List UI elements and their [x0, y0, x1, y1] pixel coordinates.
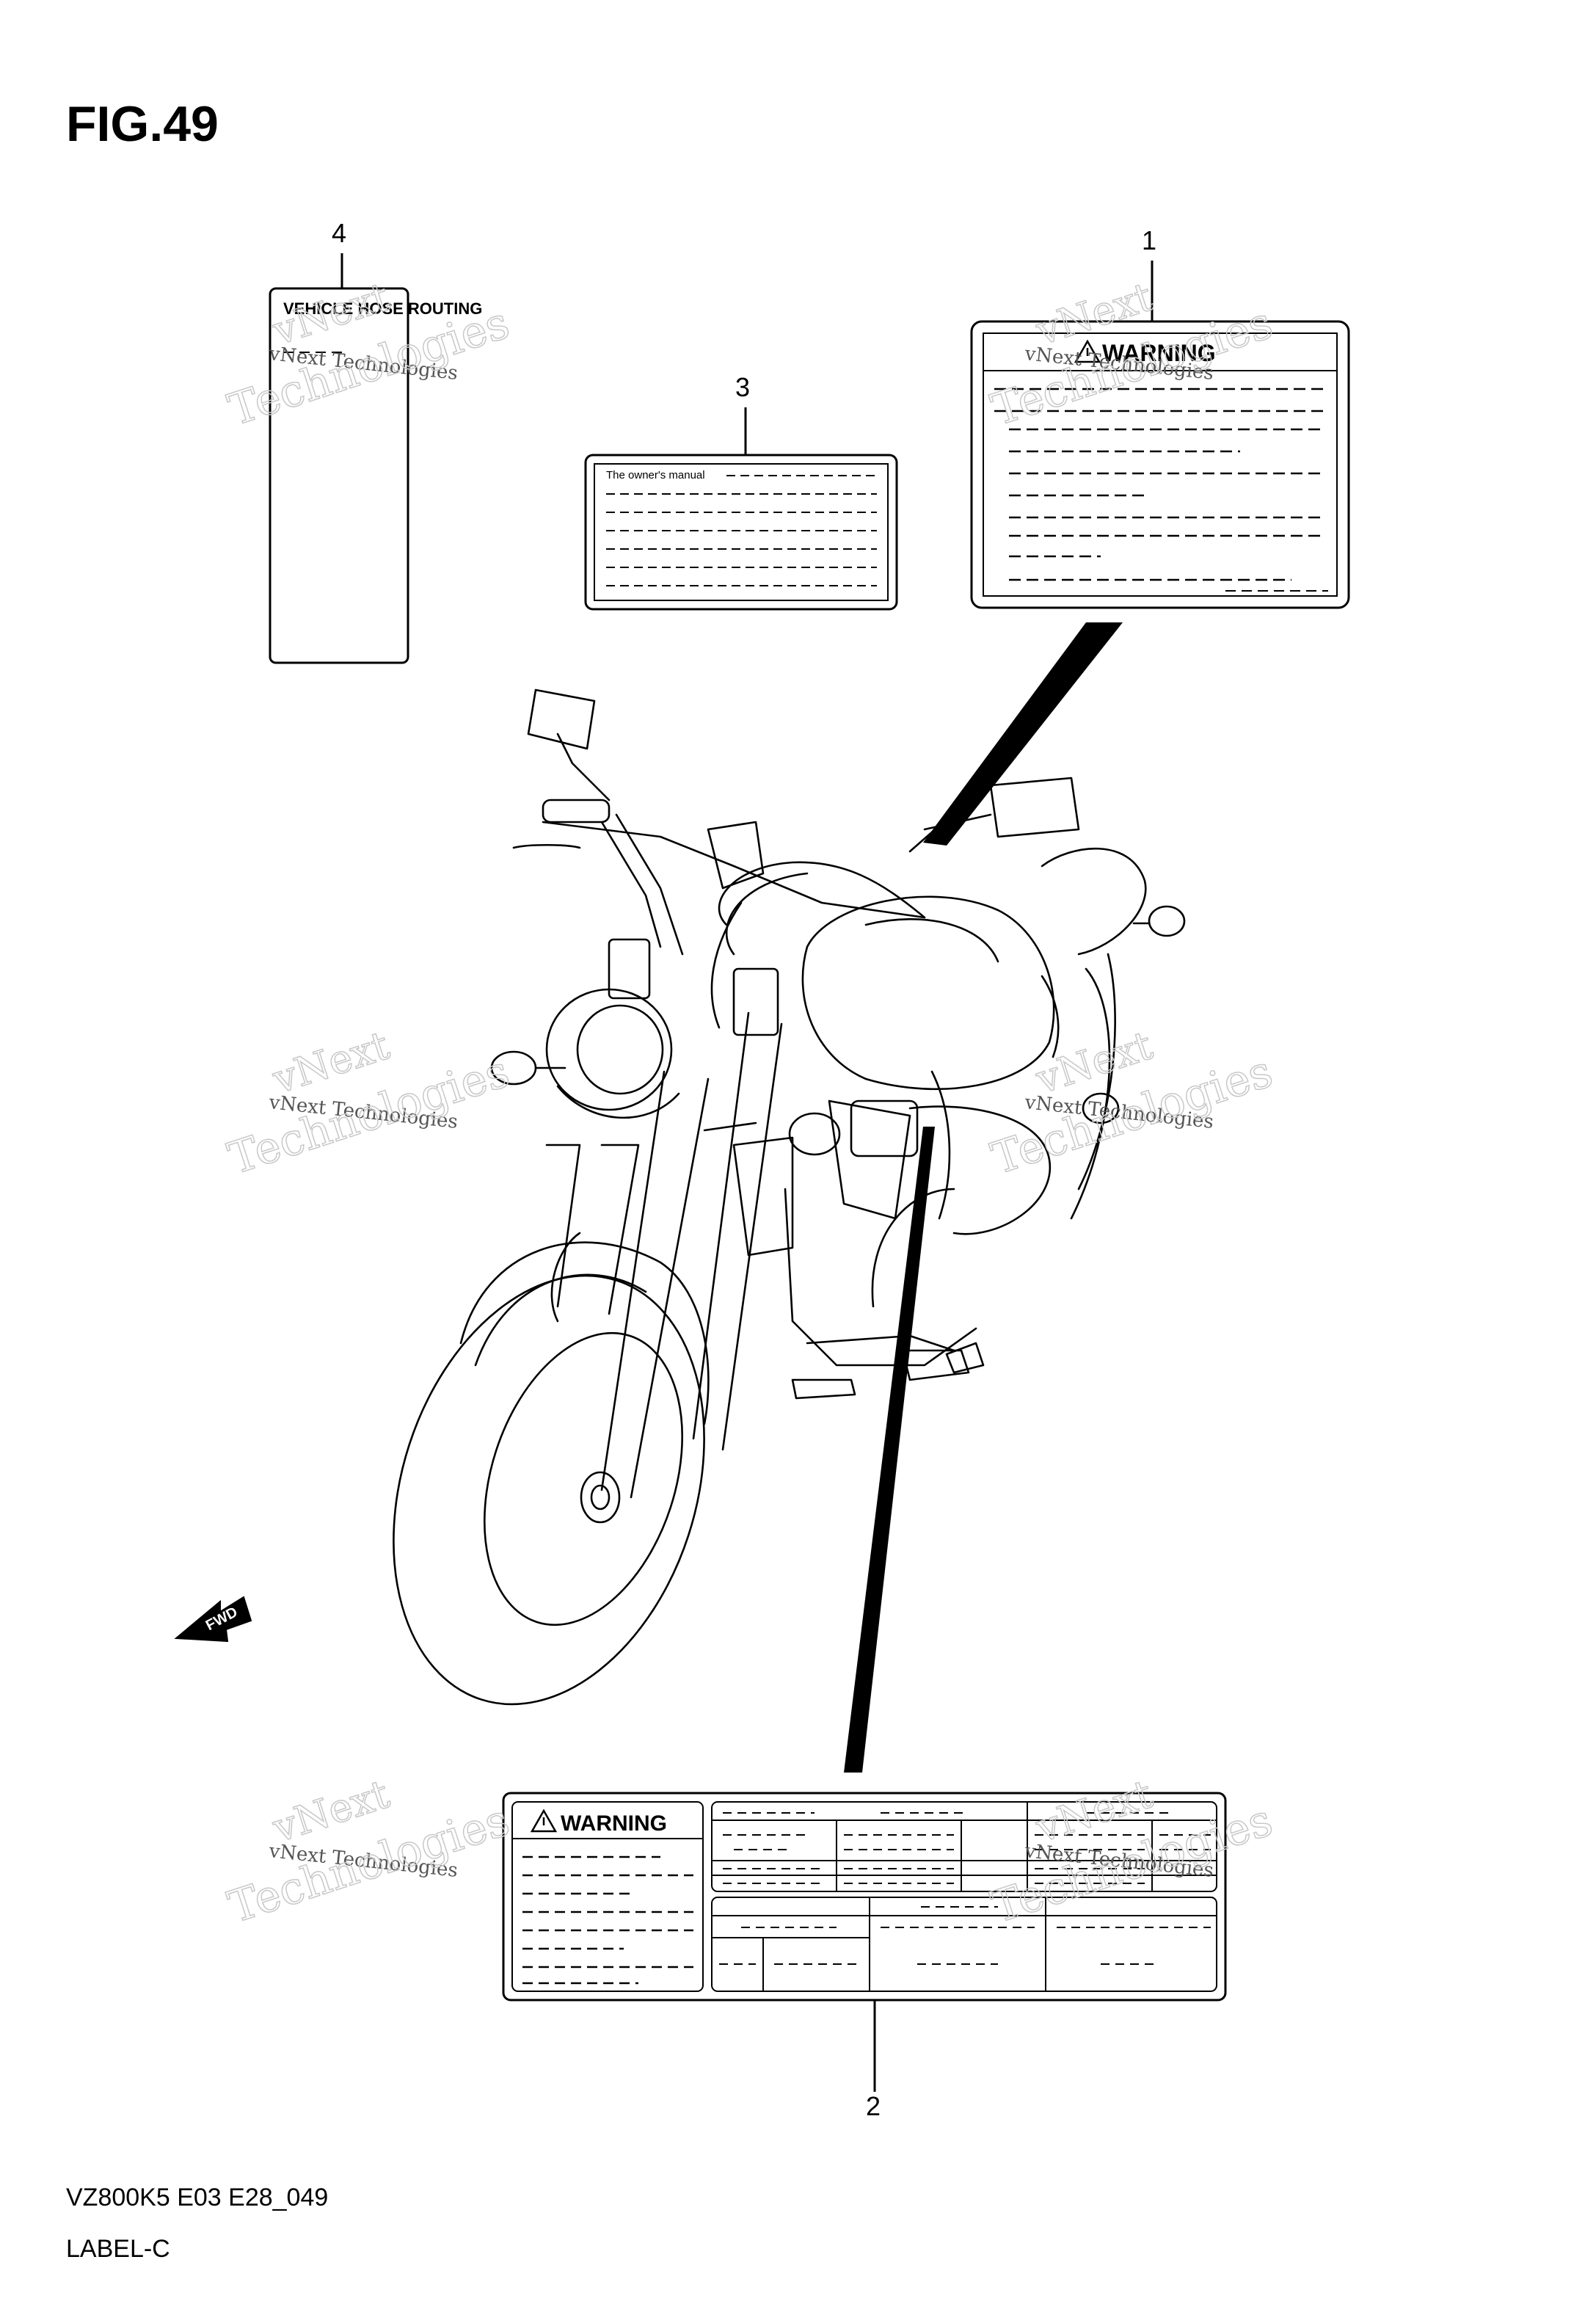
warning-triangle-icon — [530, 1808, 558, 1833]
motorcycle-drawing — [393, 688, 1186, 1706]
hose-routing-text: VEHICLE HOSE ROUTING — [283, 299, 482, 318]
callout-4[interactable]: 4 — [332, 218, 346, 290]
svg-text:WARNING: WARNING — [561, 1811, 667, 1836]
warning-label-1: WARNING — [970, 320, 1350, 609]
svg-text:3: 3 — [735, 372, 750, 402]
pointer-to-label-1 — [923, 622, 1123, 846]
hose-routing-label: VEHICLE HOSE ROUTING — [269, 287, 482, 664]
callout-3[interactable]: 3 — [735, 372, 750, 455]
svg-text:2: 2 — [866, 2091, 881, 2121]
callout-1[interactable]: 1 — [1142, 225, 1156, 323]
warning-label-2: WARNING — [502, 1792, 1227, 2002]
figure-title: FIG.49 — [66, 96, 219, 152]
warning-triangle-icon — [1074, 339, 1101, 363]
owners-manual-text: The owner's manual — [606, 469, 705, 481]
svg-text:1: 1 — [1142, 225, 1156, 255]
group-name: LABEL-C — [66, 2235, 170, 2263]
callout-2[interactable]: 2 — [866, 1989, 881, 2121]
svg-text:4: 4 — [332, 218, 346, 248]
model-code: VZ800K5 E03 E28_049 — [66, 2184, 329, 2211]
forward-direction-arrow-icon: FWD — [174, 1596, 252, 1643]
owners-manual-label: The owner's manual — [584, 454, 898, 611]
pointer-to-label-2 — [844, 1127, 935, 1773]
svg-text:WARNING: WARNING — [1102, 340, 1216, 366]
